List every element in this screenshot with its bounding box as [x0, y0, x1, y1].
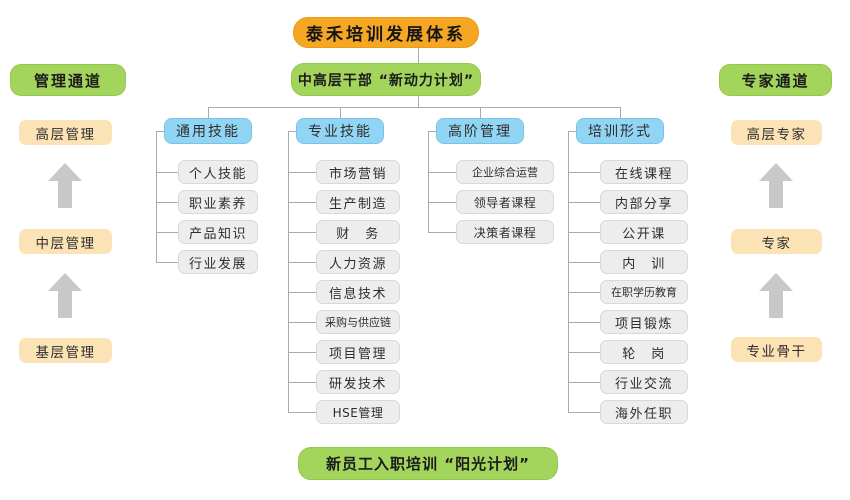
item-box: 行业发展 [178, 250, 258, 274]
item-box: 职业素养 [178, 190, 258, 214]
column-items-generic-skills: 个人技能 职业素养 产品知识 行业发展 [178, 160, 258, 280]
item-box: 市场营销 [316, 160, 400, 184]
item-box: 采购与供应链 [316, 310, 400, 334]
item-box: 决策者课程 [456, 220, 554, 244]
left-level-senior: 高层管理 [19, 120, 112, 145]
up-arrow-icon [48, 273, 82, 318]
item-box: 在职学历教育 [600, 280, 688, 304]
item-box: 项目锻炼 [600, 310, 688, 334]
item-box: 内 训 [600, 250, 688, 274]
column-items-professional-skills: 市场营销 生产制造 财 务 人力资源 信息技术 采购与供应链 项目管理 研发技术… [316, 160, 400, 430]
item-box: 行业交流 [600, 370, 688, 394]
item-box: 人力资源 [316, 250, 400, 274]
left-level-middle: 中层管理 [19, 229, 112, 254]
up-arrow-icon [759, 163, 793, 208]
right-channel-header: 专家通道 [719, 64, 832, 96]
item-box: 轮 岗 [600, 340, 688, 364]
item-box: 领导者课程 [456, 190, 554, 214]
bottom-program-banner: 新员工入职培训 “阳光计划” [298, 447, 558, 480]
item-box: 公开课 [600, 220, 688, 244]
column-items-advanced-management: 企业综合运营 领导者课程 决策者课程 [456, 160, 554, 250]
right-level-senior: 高层专家 [731, 120, 822, 145]
item-box: 研发技术 [316, 370, 400, 394]
column-header-advanced-management: 高阶管理 [436, 118, 524, 144]
item-box: 财 务 [316, 220, 400, 244]
diagram-title: 泰禾培训发展体系 [293, 17, 479, 48]
item-box: 个人技能 [178, 160, 258, 184]
left-channel-header: 管理通道 [10, 64, 126, 96]
item-box: 企业综合运营 [456, 160, 554, 184]
item-box: 生产制造 [316, 190, 400, 214]
item-box: 海外任职 [600, 400, 688, 424]
up-arrow-icon [48, 163, 82, 208]
column-header-professional-skills: 专业技能 [296, 118, 384, 144]
right-level-expert: 专家 [731, 229, 822, 254]
item-box: 产品知识 [178, 220, 258, 244]
item-box: 内部分享 [600, 190, 688, 214]
column-items-training-formats: 在线课程 内部分享 公开课 内 训 在职学历教育 项目锻炼 轮 岗 行业交流 海… [600, 160, 688, 430]
item-box: HSE管理 [316, 400, 400, 424]
item-box: 信息技术 [316, 280, 400, 304]
item-box: 在线课程 [600, 160, 688, 184]
item-box: 项目管理 [316, 340, 400, 364]
right-level-backbone: 专业骨干 [731, 337, 822, 362]
left-level-base: 基层管理 [19, 338, 112, 363]
column-header-generic-skills: 通用技能 [164, 118, 252, 144]
column-header-training-formats: 培训形式 [576, 118, 664, 144]
up-arrow-icon [759, 273, 793, 318]
top-program-banner: 中高层干部 “新动力计划” [291, 63, 481, 96]
